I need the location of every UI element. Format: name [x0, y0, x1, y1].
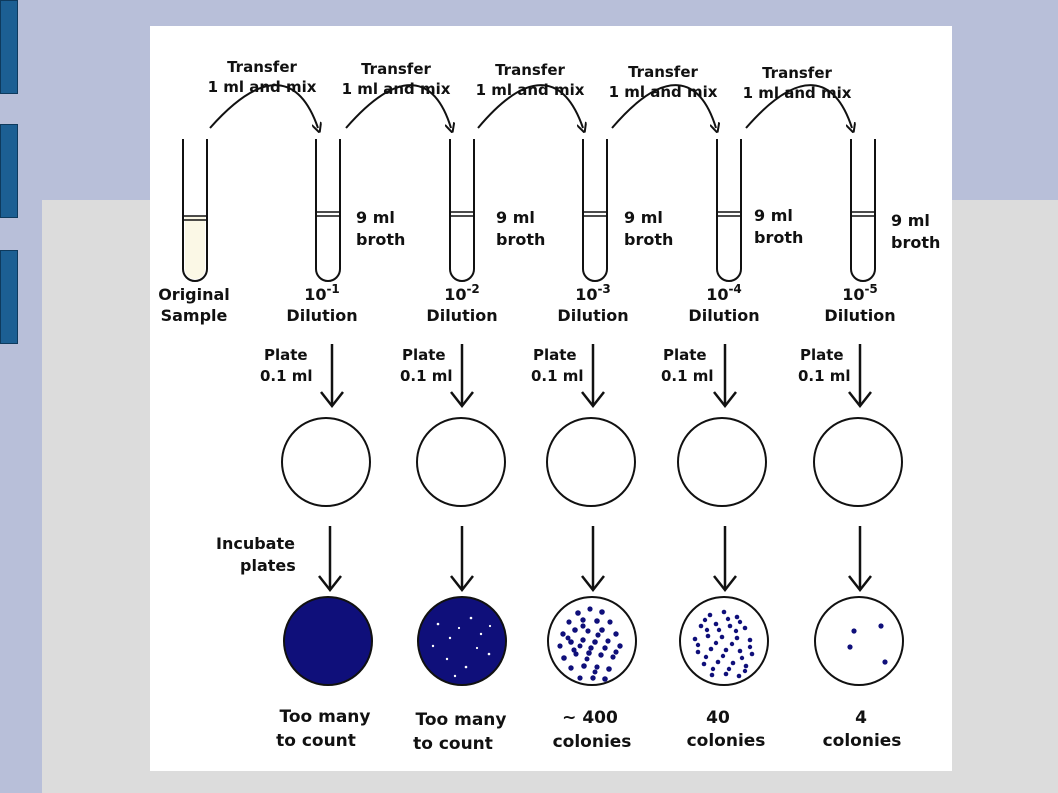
- broth-labels: 9 ml broth 9 ml broth 9 ml broth 9 ml br…: [356, 206, 940, 252]
- tube-dilution-5: [850, 139, 876, 282]
- plate-4-colonies: [814, 596, 904, 686]
- empty-plate: [546, 417, 636, 507]
- tube-dilution-2: [449, 139, 475, 282]
- transfer-label: Transfer: [361, 60, 431, 78]
- broth-label: broth: [356, 230, 405, 249]
- result-label: Too many: [416, 710, 507, 730]
- broth-label: 9 ml: [356, 208, 395, 227]
- broth-label: broth: [754, 228, 803, 247]
- tube-original-sample: [182, 139, 208, 282]
- original-sample-label: Sample: [161, 306, 228, 325]
- tube-dilution-1: [315, 139, 341, 282]
- transfer-label: 1 ml and mix: [743, 84, 852, 102]
- broth-label: 9 ml: [496, 208, 535, 227]
- tube-dilution-3: [582, 139, 608, 282]
- plate-40-colonies: [679, 596, 769, 686]
- result-label: 4: [855, 708, 867, 728]
- plate-label: 0.1 ml: [400, 367, 453, 385]
- broth-label: broth: [891, 233, 940, 252]
- dilution-factor: 10-4: [706, 282, 742, 304]
- transfer-arrow: [345, 84, 451, 128]
- incubated-plates: [283, 596, 904, 686]
- plate-label: Plate: [533, 346, 577, 364]
- dilution-factor: 10-2: [444, 282, 480, 304]
- transfer-label: 1 ml and mix: [342, 80, 451, 98]
- result-labels: Too many to count Too many to count ~ 40…: [276, 707, 901, 754]
- transfer-arrow: [209, 84, 318, 128]
- result-label: Too many: [280, 707, 371, 727]
- tube-captions: Original Sample 10-1 Dilution 10-2 Dilut…: [158, 282, 895, 325]
- plate-label: 0.1 ml: [260, 367, 313, 385]
- plate-steps: Plate 0.1 ml Plate 0.1 ml Plate 0.1 ml P…: [260, 344, 872, 409]
- dilution-factor: 10-5: [842, 282, 878, 304]
- dilution-label: Dilution: [824, 306, 895, 325]
- broth-label: 9 ml: [624, 208, 663, 227]
- result-label: colonies: [553, 732, 632, 752]
- dilution-label: Dilution: [426, 306, 497, 325]
- result-label: colonies: [687, 731, 766, 751]
- broth-label: 9 ml: [891, 211, 930, 230]
- tube-dilution-4: [716, 139, 742, 282]
- result-label: colonies: [823, 731, 902, 751]
- transfer-arrow: [745, 84, 852, 128]
- broth-label: 9 ml: [754, 206, 793, 225]
- transfer-label: Transfer: [628, 63, 698, 81]
- incubate-label: Incubate: [216, 534, 295, 553]
- transfer-label: 1 ml and mix: [208, 78, 317, 96]
- slide-tab-1: [0, 0, 18, 94]
- plate-confluent-growth: [283, 596, 373, 686]
- plate-near-confluent: [417, 596, 507, 686]
- serial-dilution-diagram: Transfer 1 ml and mix Transfer 1 ml and …: [150, 26, 952, 771]
- result-label: to count: [413, 734, 493, 754]
- dilution-factor: 10-3: [575, 282, 611, 304]
- incubate-label: plates: [240, 556, 296, 575]
- dilution-label: Dilution: [688, 306, 759, 325]
- broth-label: broth: [496, 230, 545, 249]
- empty-plate: [677, 417, 767, 507]
- plate-400-colonies: [547, 596, 637, 686]
- result-label: 40: [706, 708, 730, 728]
- plate-label: 0.1 ml: [661, 367, 714, 385]
- empty-plate: [813, 417, 903, 507]
- plate-label: Plate: [663, 346, 707, 364]
- transfer-label: Transfer: [495, 61, 565, 79]
- plate-label: 0.1 ml: [531, 367, 584, 385]
- plate-label: 0.1 ml: [798, 367, 851, 385]
- result-label: to count: [276, 731, 356, 751]
- original-sample-label: Original: [158, 285, 230, 304]
- slide-tab-2: [0, 124, 18, 218]
- plate-label: Plate: [800, 346, 844, 364]
- dilution-label: Dilution: [557, 306, 628, 325]
- transfer-label: Transfer: [227, 58, 297, 76]
- dilution-label: Dilution: [286, 306, 357, 325]
- slide-tab-3: [0, 250, 18, 344]
- transfer-arrow: [611, 84, 716, 128]
- empty-plates: [281, 417, 903, 507]
- plate-label: Plate: [402, 346, 446, 364]
- empty-plate: [281, 417, 371, 507]
- plate-label: Plate: [264, 346, 308, 364]
- transfer-steps: Transfer 1 ml and mix Transfer 1 ml and …: [208, 58, 852, 128]
- dilution-factor: 10-1: [304, 282, 340, 304]
- result-label: ~ 400: [562, 708, 618, 728]
- incubate-steps: Incubate plates: [216, 526, 872, 593]
- transfer-label: Transfer: [762, 64, 832, 82]
- test-tubes: [182, 139, 876, 282]
- transfer-label: 1 ml and mix: [609, 83, 718, 101]
- transfer-label: 1 ml and mix: [476, 81, 585, 99]
- transfer-arrow: [477, 84, 583, 128]
- empty-plate: [416, 417, 506, 507]
- broth-label: broth: [624, 230, 673, 249]
